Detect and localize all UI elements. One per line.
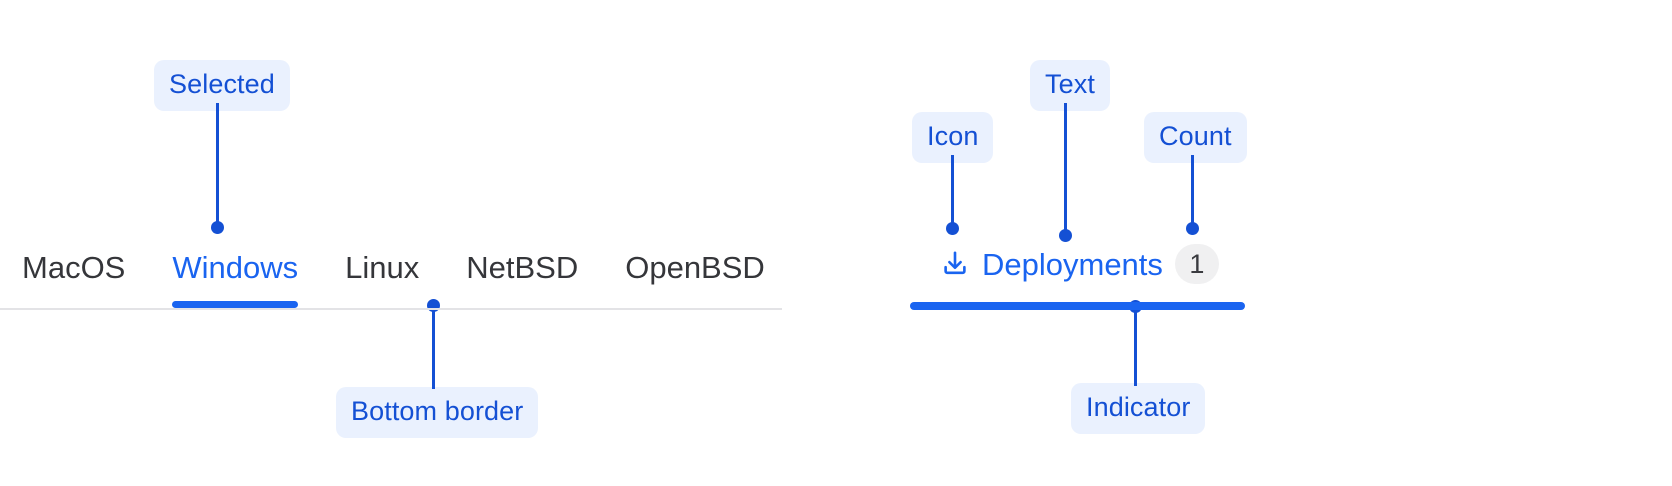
leader-line-text [1064, 103, 1067, 234]
leader-line-icon [951, 155, 954, 227]
tab-linux-label: Linux [345, 250, 420, 285]
tab-linux[interactable]: Linux [345, 244, 419, 283]
annotation-chip-indicator: Indicator [1071, 383, 1206, 434]
tab-deployments-count-badge: 1 [1174, 244, 1219, 284]
leader-line-bottom-border [432, 306, 435, 389]
annotation-chip-text: Text [1030, 60, 1110, 111]
tab-windows-label: Windows [172, 250, 299, 285]
tab-deployments-active-indicator [910, 302, 1245, 310]
tab-macos-label: MacOS [22, 250, 126, 285]
leader-dot-text [1059, 229, 1072, 242]
tab-bottom-border [0, 308, 782, 310]
leader-line-count [1191, 155, 1194, 227]
tab-deployments-label: Deployments [982, 246, 1163, 282]
leader-dot-selected [211, 221, 224, 234]
download-icon [940, 249, 970, 279]
tablist-os: MacOS Windows Linux NetBSD OpenBSD [0, 244, 765, 308]
annotation-chip-selected: Selected [154, 60, 290, 111]
tab-openbsd[interactable]: OpenBSD [625, 244, 765, 283]
tab-macos[interactable]: MacOS [22, 244, 125, 283]
tab-windows[interactable]: Windows [172, 244, 299, 308]
leader-line-indicator [1134, 306, 1137, 386]
annotation-chip-bottom-border: Bottom border [336, 387, 539, 438]
tab-windows-active-underline [172, 301, 299, 308]
leader-dot-icon [946, 222, 959, 235]
annotation-chip-count: Count [1144, 112, 1247, 163]
tab-group-deployments: Deployments 1 [910, 244, 1245, 310]
leader-dot-count [1186, 222, 1199, 235]
tab-netbsd-label: NetBSD [466, 250, 579, 285]
tab-deployments[interactable]: Deployments 1 [910, 244, 1219, 284]
tab-openbsd-label: OpenBSD [625, 250, 765, 285]
tab-group-os: MacOS Windows Linux NetBSD OpenBSD [0, 244, 782, 310]
leader-line-selected [216, 103, 219, 226]
tab-netbsd[interactable]: NetBSD [466, 244, 578, 283]
annotation-chip-icon: Icon [912, 112, 994, 163]
